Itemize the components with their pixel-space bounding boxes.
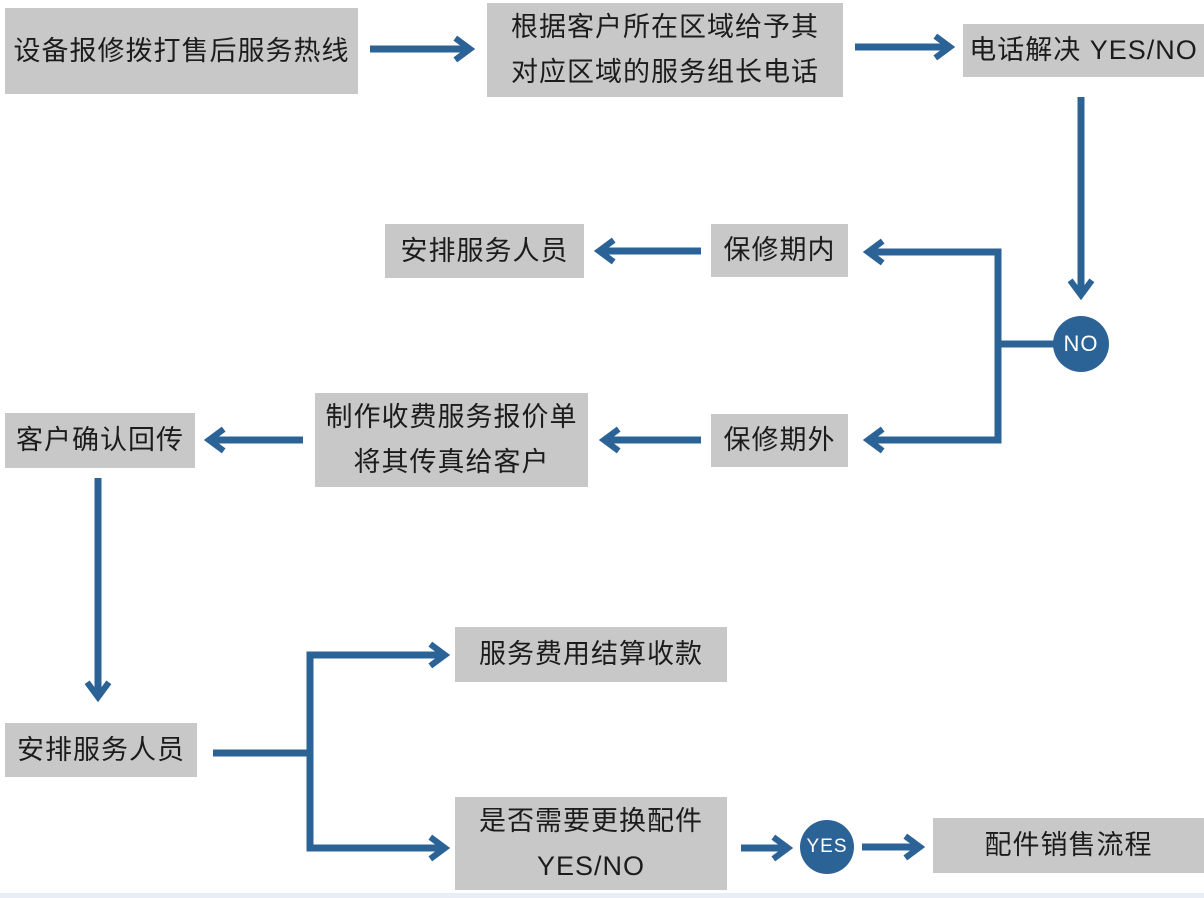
node-make-quotation-fax: 制作收费服务报价单 将其传真给客户 <box>315 393 588 487</box>
node-arrange-service-staff-mid: 安排服务人员 <box>385 224 584 278</box>
node-arrange-service-staff-bottom: 安排服务人员 <box>5 723 197 777</box>
node-phone-resolve: 电话解决 YES/NO <box>963 24 1204 77</box>
bottom-edge-strip <box>0 893 1204 898</box>
node-need-replace-parts: 是否需要更换配件 YES/NO <box>455 797 727 890</box>
node-in-warranty: 保修期内 <box>711 224 848 277</box>
yes-circle-badge: YES <box>800 820 854 874</box>
node-out-of-warranty: 保修期外 <box>711 414 848 467</box>
node-route-to-team-leader: 根据客户所在区域给予其 对应区域的服务组长电话 <box>487 3 843 97</box>
node-customer-confirm-return: 客户确认回传 <box>5 413 195 468</box>
no-circle-badge: NO <box>1053 316 1109 372</box>
node-service-fee-settlement: 服务费用结算收款 <box>455 627 727 682</box>
node-equipment-report: 设备报修拨打售后服务热线 <box>5 8 358 94</box>
node-parts-sales-process: 配件销售流程 <box>933 818 1204 873</box>
